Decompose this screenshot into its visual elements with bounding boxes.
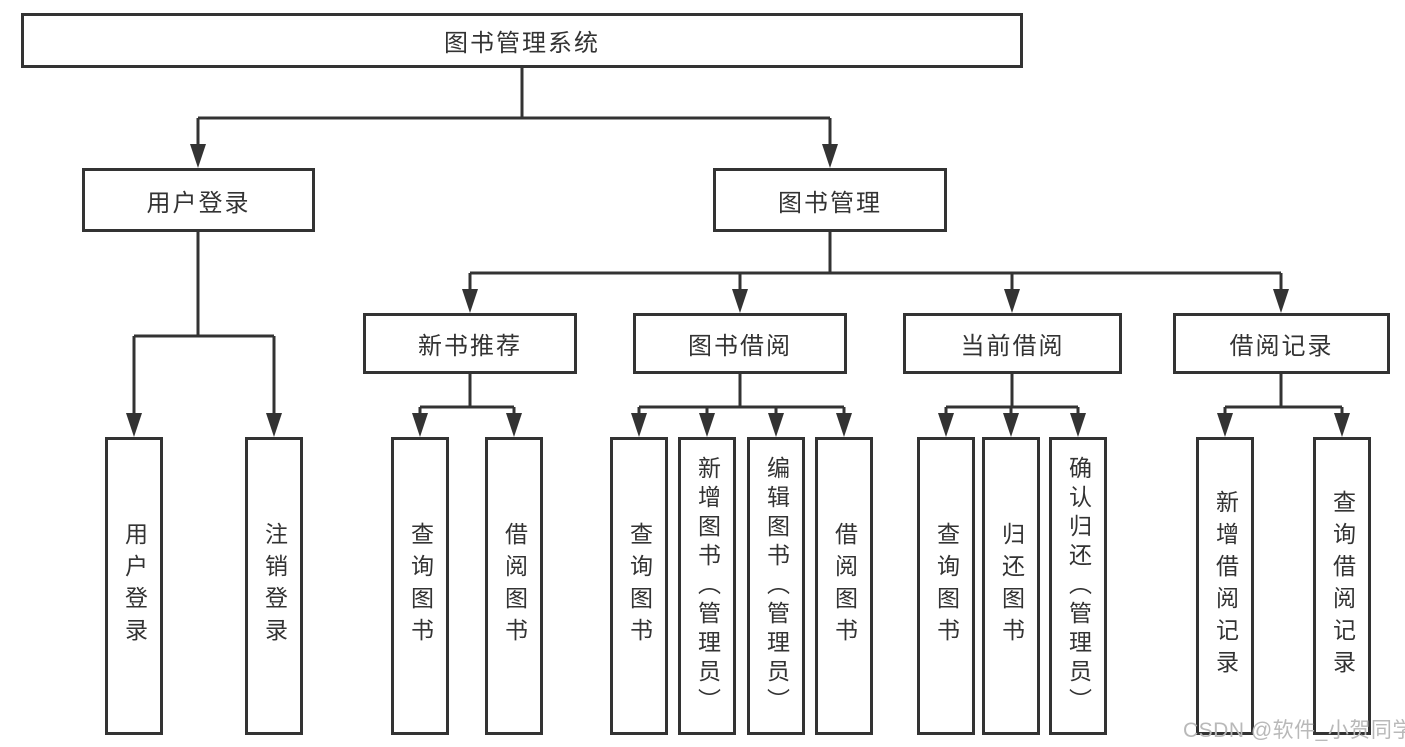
node-leaf-user-login: 用户登录 [105, 437, 163, 735]
node-borrow-records: 借阅记录 [1173, 313, 1390, 374]
csdn-watermark: CSDN @软件_小贺同学 [1183, 719, 1405, 742]
node-label: 用户登录 [121, 522, 148, 650]
node-leaf-confirm-return-admin: 确认归还（管理员） [1049, 437, 1107, 735]
node-leaf-query-books-1: 查询图书 [391, 437, 449, 735]
node-leaf-add-books-admin: 新增图书（管理员） [678, 437, 736, 735]
node-leaf-query-books-3: 查询图书 [917, 437, 975, 735]
node-label: 借阅图书 [831, 522, 858, 650]
node-label: 查询图书 [626, 522, 653, 650]
node-leaf-borrow-books-1: 借阅图书 [485, 437, 543, 735]
node-new-book-recommend: 新书推荐 [363, 313, 577, 374]
node-label: 新增借阅记录 [1212, 490, 1239, 682]
connector-paths [132, 68, 1344, 419]
node-label: 图书管理 [778, 189, 882, 217]
node-leaf-add-borrow-record: 新增借阅记录 [1196, 437, 1254, 735]
node-leaf-logout: 注销登录 [245, 437, 303, 735]
node-label: 归还图书 [998, 522, 1025, 650]
node-label: 图书借阅 [688, 333, 792, 360]
node-label: 查询借阅记录 [1329, 490, 1356, 682]
node-label: 查询图书 [933, 522, 960, 650]
node-leaf-borrow-books-2: 借阅图书 [815, 437, 873, 735]
node-book-borrowing: 图书借阅 [633, 313, 847, 374]
node-label: 编辑图书（管理员） [763, 455, 790, 717]
node-label: 注销登录 [261, 522, 288, 650]
node-library-system: 图书管理系统 [21, 13, 1023, 68]
node-label: 确认归还（管理员） [1065, 455, 1092, 717]
node-label: 新书推荐 [418, 333, 522, 360]
node-label: 借阅图书 [501, 522, 528, 650]
node-leaf-query-books-2: 查询图书 [610, 437, 668, 735]
node-leaf-edit-books-admin: 编辑图书（管理员） [747, 437, 805, 735]
node-label: 查询图书 [407, 522, 434, 650]
node-label: 用户登录 [146, 189, 251, 217]
node-label: 借阅记录 [1229, 333, 1334, 360]
node-user-login: 用户登录 [82, 168, 315, 232]
node-label: 图书管理系统 [444, 30, 600, 57]
node-leaf-query-borrow-record: 查询借阅记录 [1313, 437, 1371, 735]
node-leaf-return-books: 归还图书 [982, 437, 1040, 735]
node-current-borrowing: 当前借阅 [903, 313, 1122, 374]
node-label: 新增图书（管理员） [694, 455, 721, 717]
node-book-management: 图书管理 [713, 168, 947, 232]
connector-arrowheads [126, 144, 1350, 437]
node-label: 当前借阅 [960, 333, 1065, 360]
